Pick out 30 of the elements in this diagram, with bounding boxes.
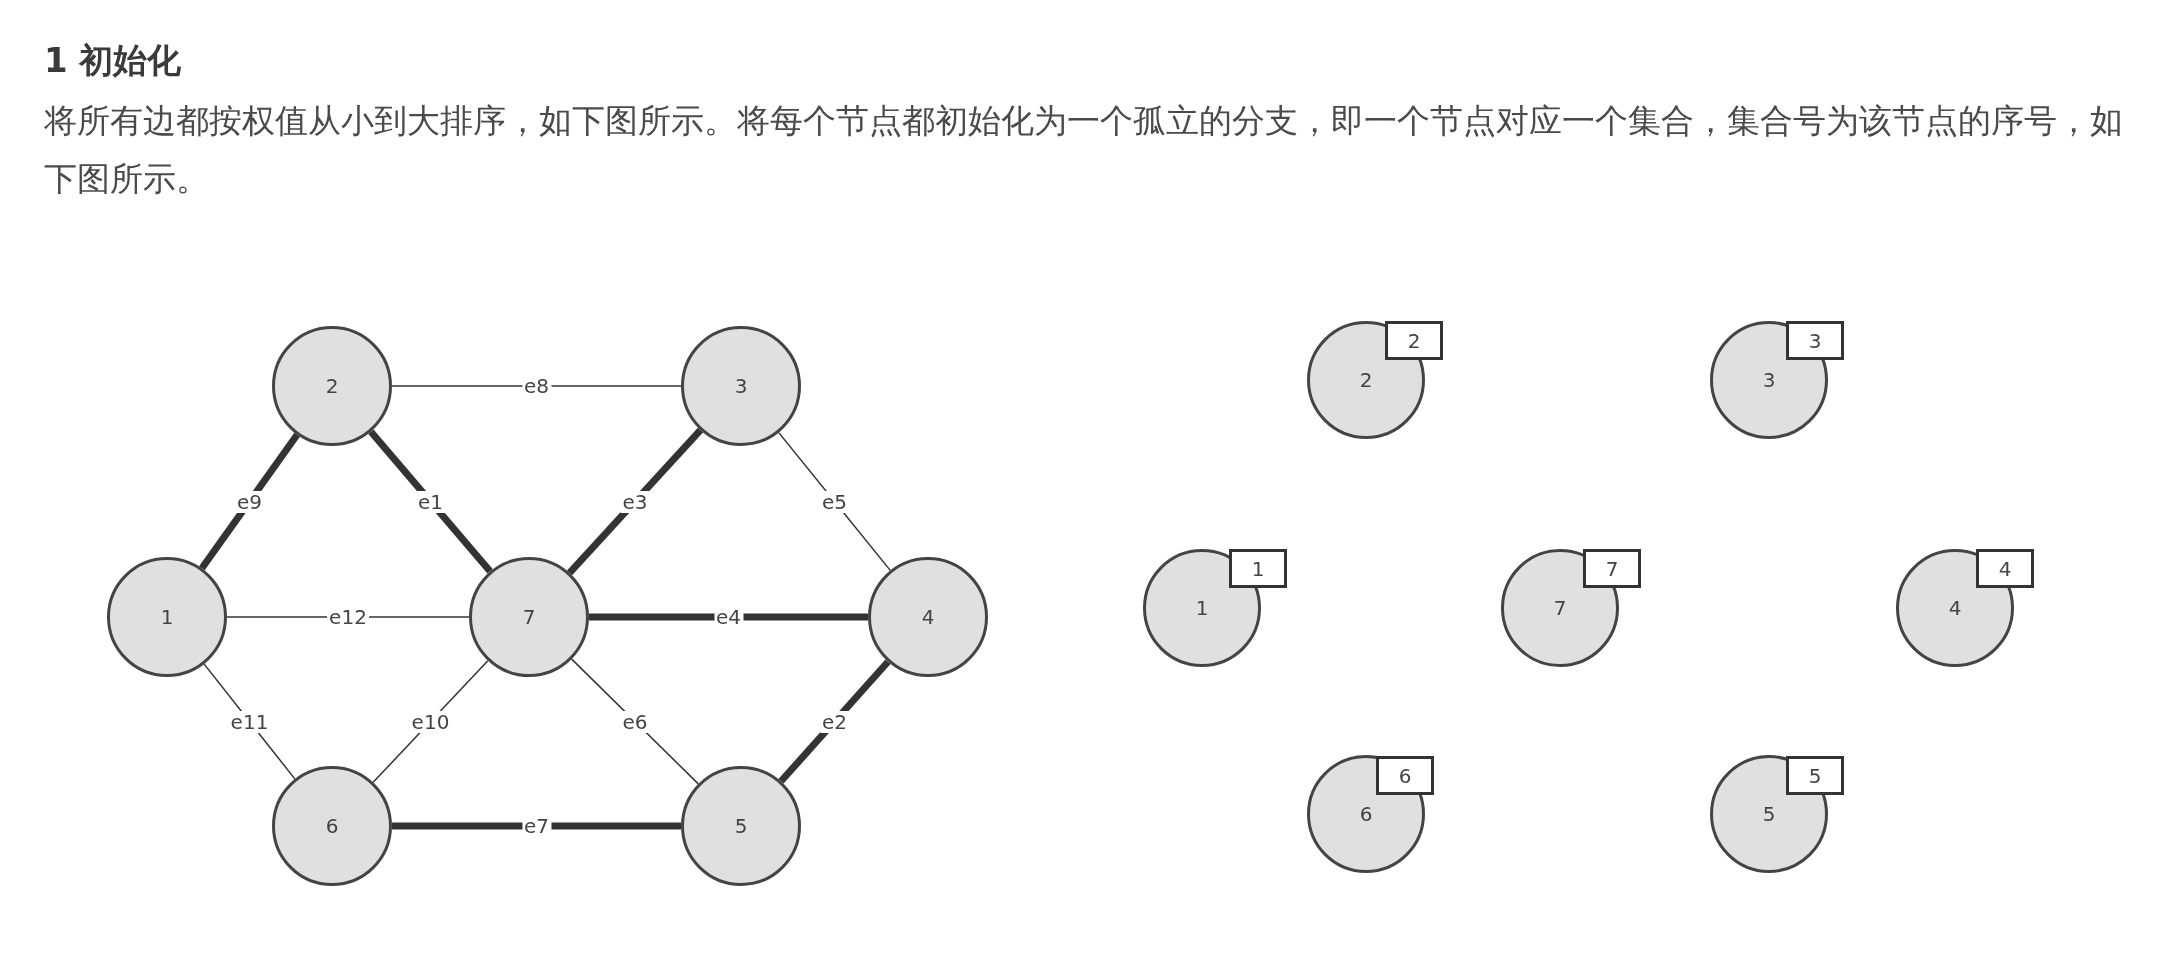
set-number-box: 7 xyxy=(1583,549,1641,588)
edge-line xyxy=(778,659,891,784)
edge-line xyxy=(567,427,703,576)
edge-label: e6 xyxy=(620,710,650,733)
edge-label: e2 xyxy=(820,710,849,733)
edge-line xyxy=(391,385,682,387)
node-circle: 5 xyxy=(681,766,801,886)
node-circle: 2 xyxy=(272,326,392,446)
node-circle: 7 xyxy=(469,557,589,677)
edge-line xyxy=(368,429,493,574)
node-circle: 6 xyxy=(272,766,392,886)
set-number-box: 6 xyxy=(1376,756,1434,795)
node-circle: 3 xyxy=(681,326,801,446)
set-number-box: 5 xyxy=(1786,756,1844,795)
set-number-box: 1 xyxy=(1229,549,1287,588)
edge-line xyxy=(199,432,300,571)
set-number-box: 2 xyxy=(1385,321,1443,360)
edge-label: e1 xyxy=(416,490,445,513)
edge-label: e9 xyxy=(235,490,264,513)
heading: 1 初始化 xyxy=(44,39,182,82)
paragraph: 将所有边都按权值从小到大排序，如下图所示。将每个节点都初始化为一个孤立的分支，即一个节点对应一个集合，集合号为该节点的序号，如下图所示。 xyxy=(44,100,2124,200)
node-circle: 4 xyxy=(868,557,988,677)
edge-label: e5 xyxy=(820,490,849,513)
edge-label: e3 xyxy=(620,490,650,513)
edge-label: e10 xyxy=(409,710,452,733)
set-number-box: 3 xyxy=(1786,321,1844,360)
edge-line xyxy=(589,613,868,621)
edge-line xyxy=(392,822,681,830)
node-circle: 1 xyxy=(107,557,227,677)
set-number-box: 4 xyxy=(1976,549,2034,588)
